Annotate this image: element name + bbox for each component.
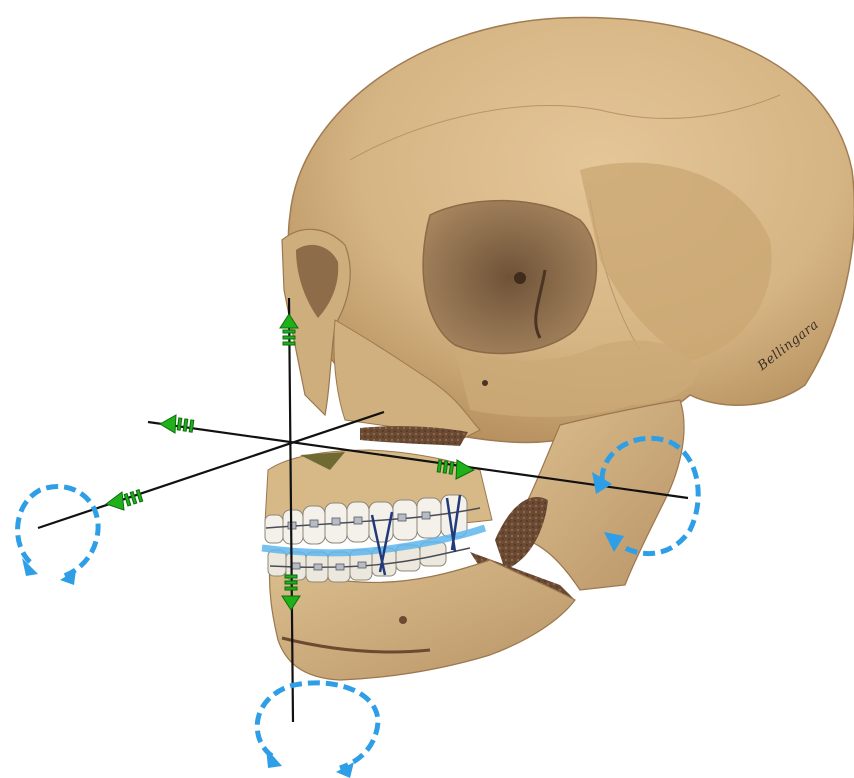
mental-foramen (399, 616, 407, 624)
translation-arrow-left (160, 415, 194, 433)
rotation-arrow-roll (18, 486, 99, 585)
rotation-arrow-yaw (257, 683, 378, 778)
infraorbital-foramen (482, 380, 488, 386)
orbit (423, 201, 596, 354)
orbital-foramen (514, 272, 526, 284)
